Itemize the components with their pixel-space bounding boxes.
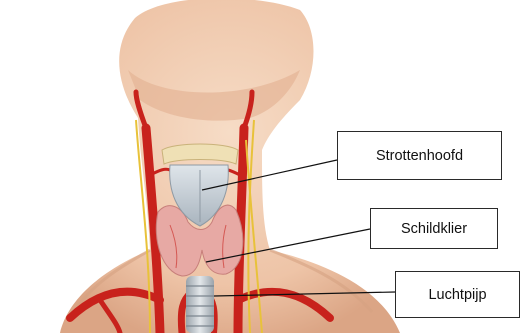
label-trachea-text: Luchtpijp [428,287,486,303]
label-thyroid: Schildklier [370,208,498,249]
label-trachea: Luchtpijp [395,271,520,318]
label-thyroid-text: Schildklier [401,221,467,237]
label-larynx-text: Strottenhoofd [376,148,463,164]
label-larynx: Strottenhoofd [337,131,502,180]
trachea [186,276,214,333]
